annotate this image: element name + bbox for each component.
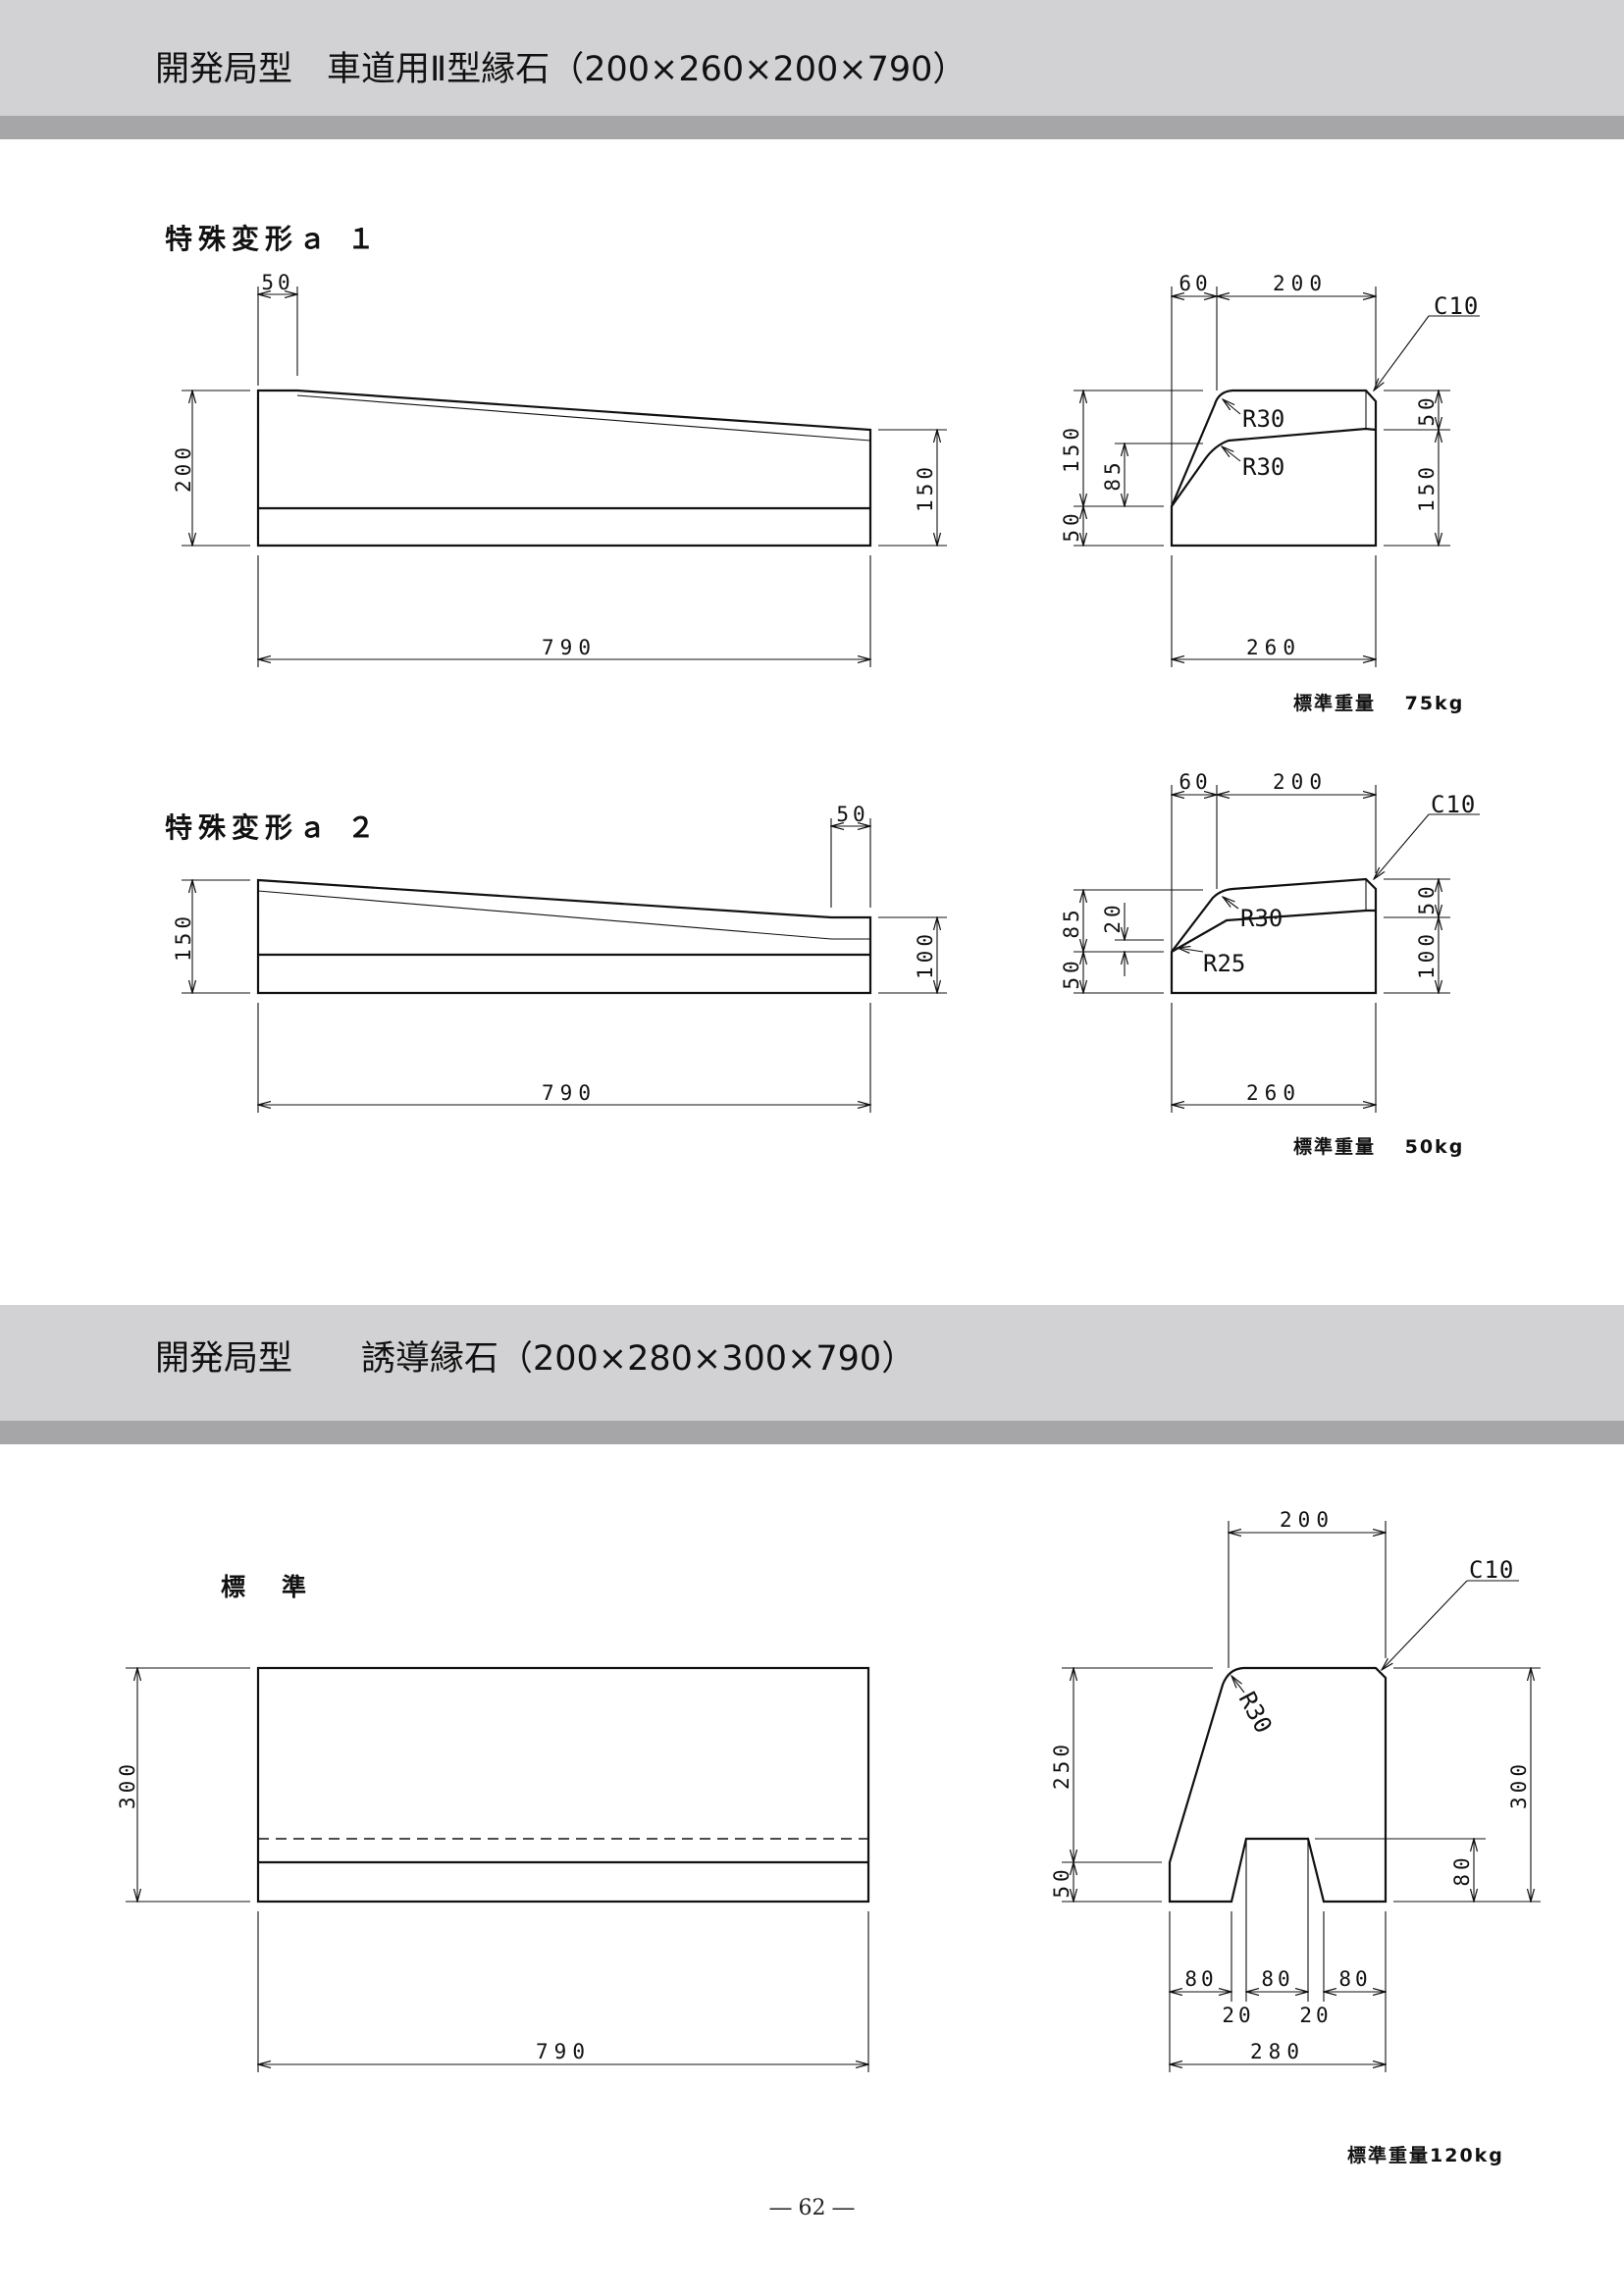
a1-cross-section: 60 200 C10 150 85 50 R30 R30 50 150 260	[1060, 272, 1480, 667]
a2-sec-bottom-260: 260	[1246, 1081, 1301, 1105]
a2-sec-left-20: 20	[1101, 901, 1125, 933]
a1-section-outline	[1170, 389, 1378, 548]
header-band-2-bar	[0, 1421, 1624, 1444]
a1-side-view: 50 200 150 790	[172, 271, 947, 667]
standard-cross-section: 200 C10 R30 250 50 300 80 80	[1050, 1508, 1541, 2072]
section-label-standard: 標 準	[221, 1573, 313, 1601]
a1-sec-top-60: 60	[1179, 272, 1211, 295]
a2-sec-top-200: 200	[1273, 770, 1328, 794]
a1-sec-right-50: 50	[1415, 393, 1439, 426]
standard-sec-radius: R30	[1233, 1688, 1278, 1738]
standard-section-outline	[1168, 1666, 1388, 1904]
a2-sec-right-100: 100	[1415, 930, 1439, 979]
a2-dim-right-100: 100	[914, 930, 937, 979]
a2-dim-top-50: 50	[836, 803, 868, 826]
standard-sec-bottom-20-b: 20	[1299, 2004, 1332, 2027]
header-band-2	[0, 1305, 1624, 1421]
a1-side-outline	[256, 389, 872, 548]
standard-side-view: 300 790	[116, 1666, 870, 2072]
a2-sec-left-85: 85	[1060, 906, 1083, 938]
standard-sec-bottom-20-a: 20	[1222, 2004, 1254, 2027]
a2-sec-right-50: 50	[1415, 882, 1439, 914]
a2-sec-chamfer: C10	[1431, 791, 1476, 818]
weight-a1: 標準重量 75kg	[1293, 693, 1465, 714]
a1-dim-bottom-790: 790	[542, 636, 597, 659]
standard-dim-bottom-790: 790	[536, 2040, 591, 2063]
a2-cross-section: 60 200 C10 85 20 50 R30 R25 50 100	[1060, 770, 1480, 1113]
a2-dim-left-150: 150	[172, 913, 195, 962]
a2-sec-left-50: 50	[1060, 957, 1083, 989]
section-label-a2: 特殊変形ａ ２	[165, 811, 381, 844]
a1-sec-left-150: 150	[1060, 424, 1083, 473]
a2-side-outline	[256, 878, 872, 995]
standard-sec-bottom-80-a: 80	[1184, 1967, 1217, 1991]
a1-sec-radius-2: R30	[1242, 453, 1284, 481]
a1-sec-left-50: 50	[1060, 509, 1083, 542]
a2-dim-bottom-790: 790	[542, 1081, 597, 1105]
weight-a2: 標準重量 50kg	[1293, 1136, 1465, 1158]
weight-standard: 標準重量120kg	[1347, 2145, 1504, 2166]
header-title-2: 開発局型 誘導縁石（200×280×300×790）	[155, 1339, 917, 1379]
header-title-1: 開発局型 車道用Ⅱ型縁石（200×260×200×790）	[155, 50, 968, 89]
page-number: ― 62 ―	[769, 2196, 855, 2220]
a1-sec-chamfer: C10	[1434, 292, 1479, 320]
header-band-1-bar	[0, 116, 1624, 139]
standard-sec-top-200: 200	[1280, 1508, 1335, 1532]
a2-sec-radius-1: R30	[1240, 905, 1283, 932]
a1-sec-top-200: 200	[1273, 272, 1328, 295]
header-band-1	[0, 0, 1624, 116]
section-label-a1: 特殊変形ａ １	[165, 223, 381, 255]
a1-dim-right-150: 150	[914, 463, 937, 512]
a1-dim-top-50: 50	[261, 271, 293, 294]
standard-sec-bottom-80-c: 80	[1338, 1967, 1371, 1991]
a1-sec-right-150: 150	[1415, 463, 1439, 512]
standard-dim-left-300: 300	[116, 1760, 139, 1809]
standard-sec-right-300: 300	[1507, 1760, 1531, 1809]
standard-sec-bottom-280: 280	[1250, 2040, 1305, 2063]
standard-side-outline	[256, 1666, 870, 1904]
a1-dim-left-200: 200	[172, 443, 195, 493]
a1-sec-bottom-260: 260	[1246, 636, 1301, 659]
a2-side-view: 50 150 100 790	[172, 803, 947, 1113]
standard-sec-bottom-80-b: 80	[1261, 1967, 1293, 1991]
a1-sec-left-85: 85	[1101, 458, 1125, 491]
standard-sec-chamfer: C10	[1469, 1556, 1514, 1584]
a2-section-outline	[1170, 877, 1378, 995]
standard-sec-left-50: 50	[1050, 1865, 1074, 1898]
a2-sec-radius-2: R25	[1203, 950, 1245, 977]
a2-sec-top-60: 60	[1179, 770, 1211, 794]
standard-sec-left-250: 250	[1050, 1741, 1074, 1790]
a1-sec-radius-1: R30	[1242, 405, 1284, 433]
standard-sec-right-80: 80	[1450, 1853, 1474, 1886]
